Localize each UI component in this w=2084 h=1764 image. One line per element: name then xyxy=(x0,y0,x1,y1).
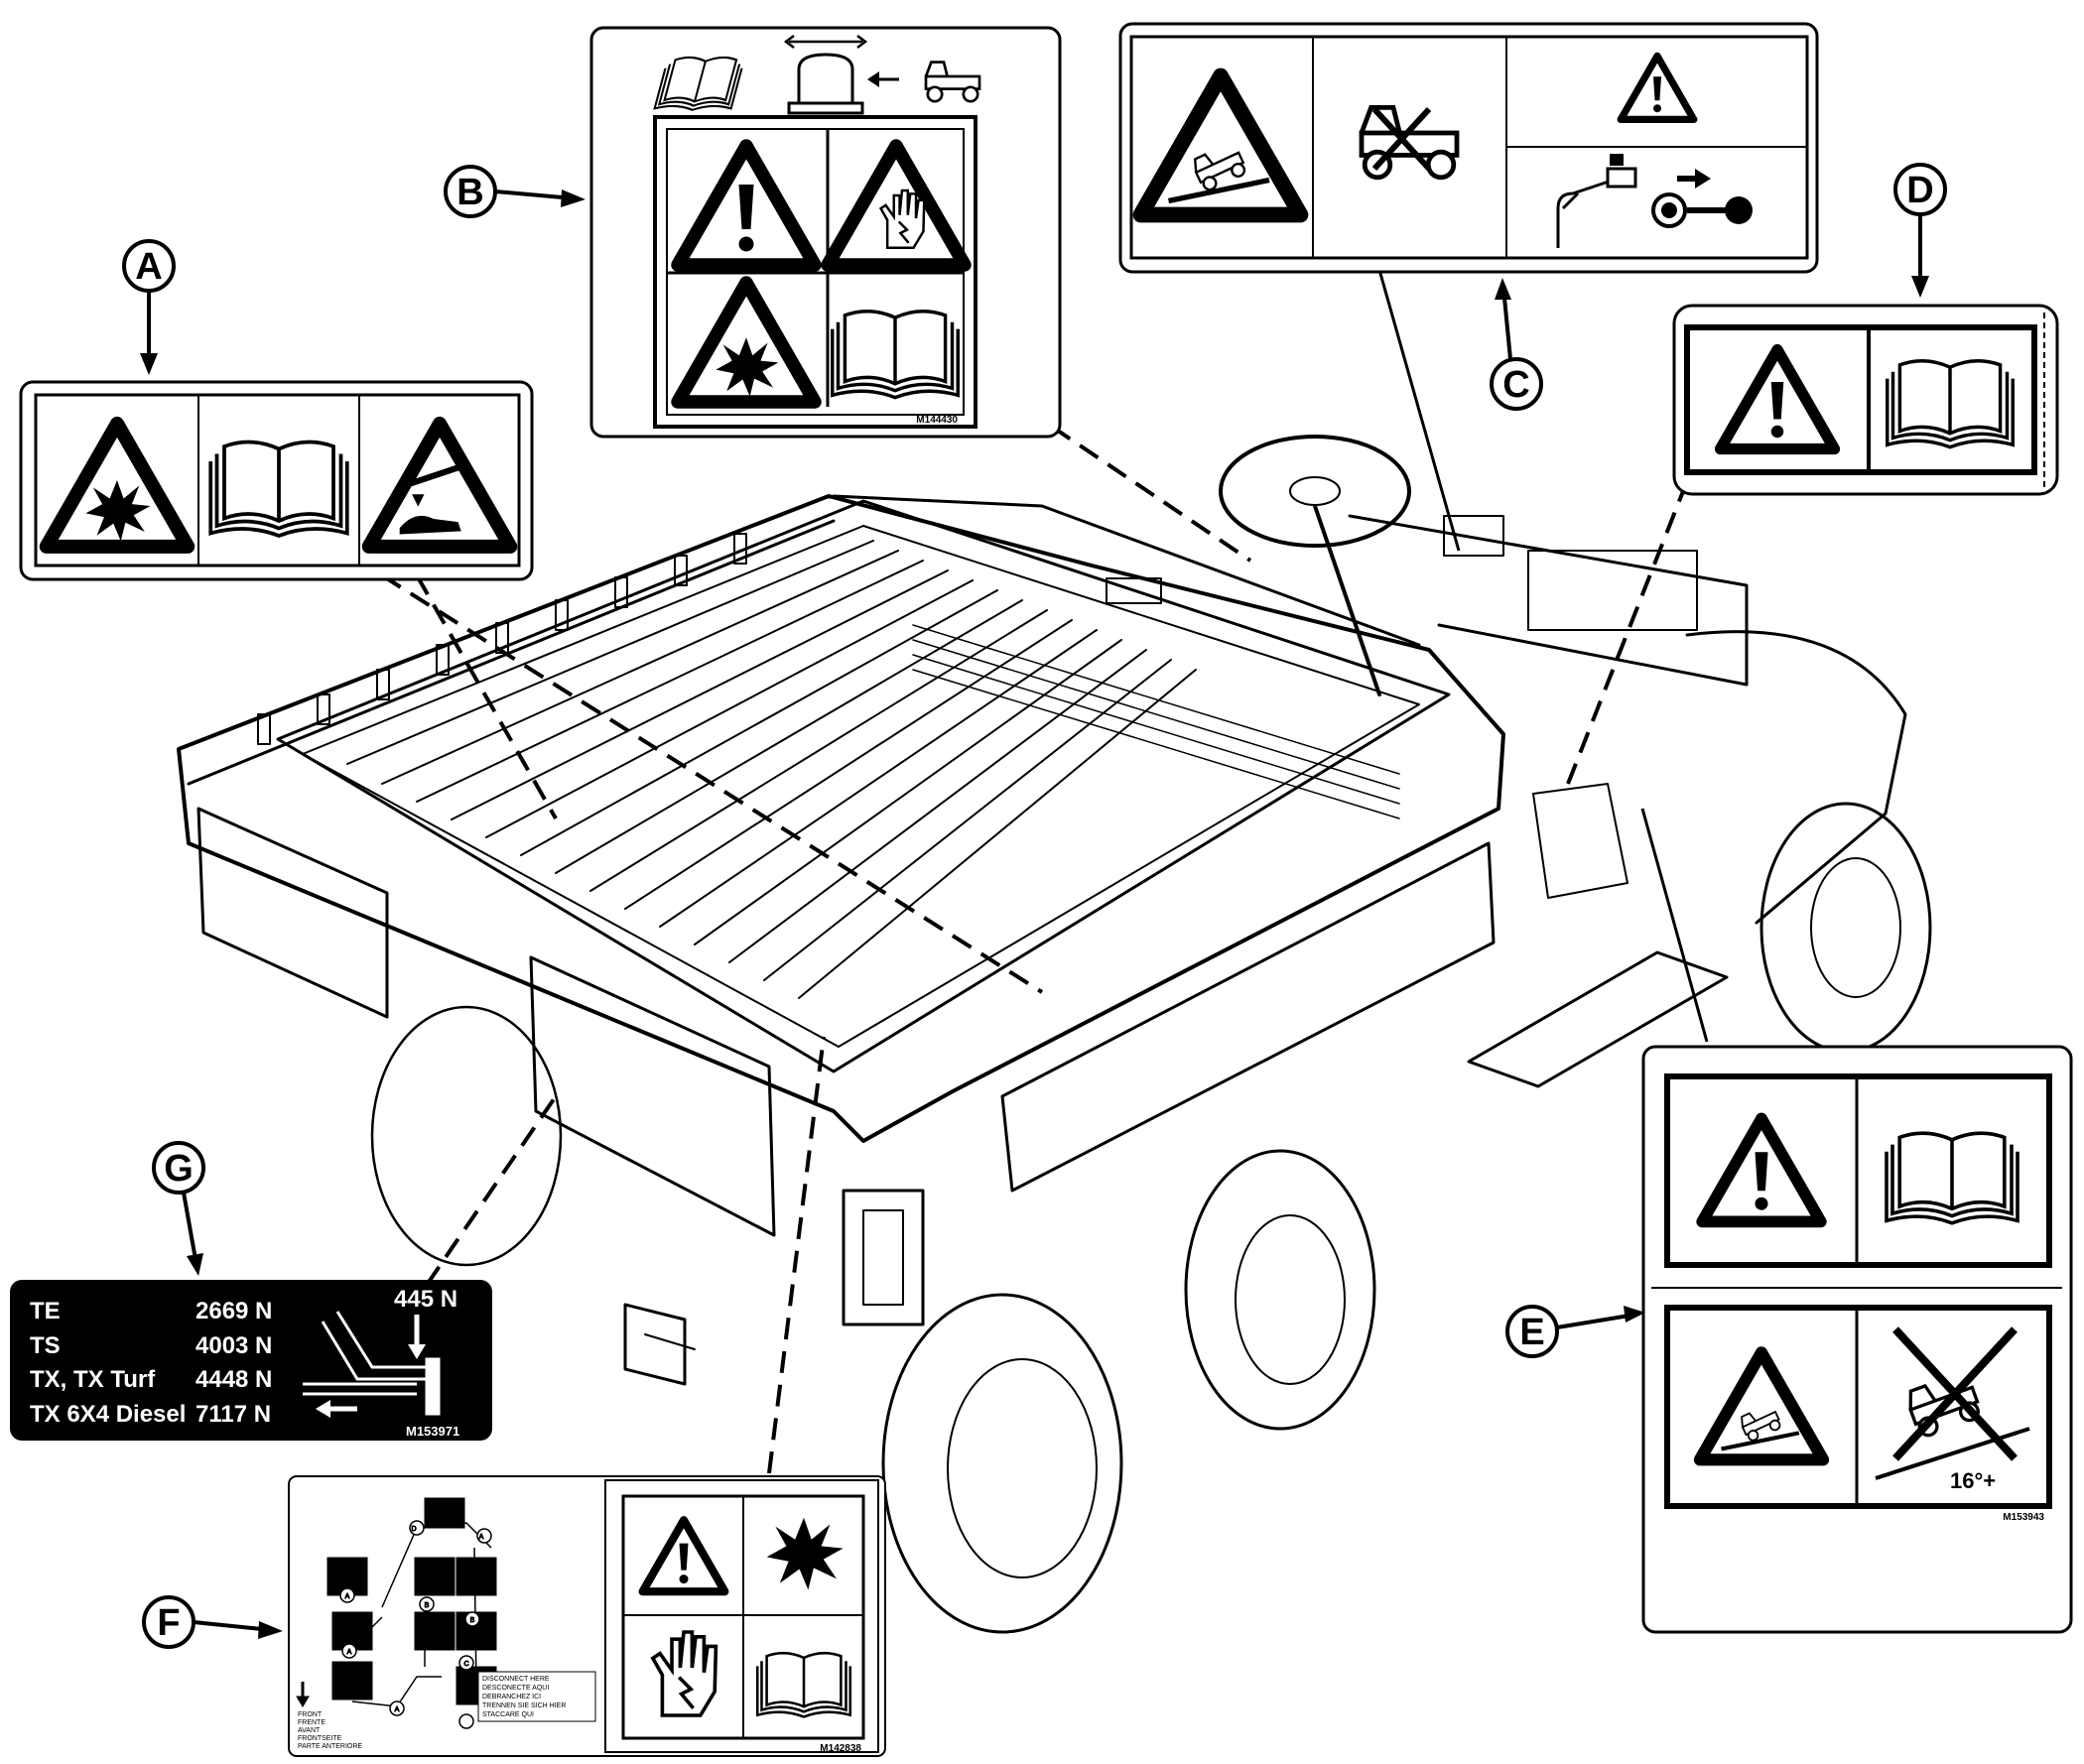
force-ts: 4003 N xyxy=(195,1332,272,1359)
decal-e: 16°+ M153943 xyxy=(1641,1045,2073,1634)
decal-f-code: M142838 xyxy=(820,1743,861,1754)
operator-manual-icon xyxy=(831,309,960,400)
svg-text:FRENTE: FRENTE xyxy=(298,1719,326,1726)
svg-text:A: A xyxy=(395,1706,400,1713)
svg-text:A: A xyxy=(479,1534,484,1541)
callout-a-label: A xyxy=(135,246,162,288)
slope-angle-label: 16°+ xyxy=(1950,1468,1996,1493)
callout-b-label: B xyxy=(456,172,483,213)
model-te: TE xyxy=(30,1298,61,1324)
decal-b: M144430 xyxy=(589,26,1062,439)
model-ts: TS xyxy=(30,1332,61,1359)
towing-capacity-table: TE 2669 N TS 4003 N TX, TX Turf 4448 N T… xyxy=(30,1298,272,1428)
svg-text:D: D xyxy=(411,1526,416,1533)
no-steep-slope-icon: 16°+ xyxy=(1875,1326,2030,1493)
hitch-diagram-icon xyxy=(303,1311,441,1418)
terminal-labels: D A A B B A C A xyxy=(344,1526,484,1714)
callout-f: F xyxy=(142,1595,283,1649)
callout-e: E xyxy=(1505,1305,1645,1358)
disconnect-label: DISCONNECT HERE DESCONECTE AQUI DEBRANCH… xyxy=(477,1671,596,1722)
svg-text:A: A xyxy=(345,1593,350,1600)
callout-b: B xyxy=(444,165,586,218)
decal-g-code: M153971 xyxy=(406,1424,459,1439)
operator-manual-icon xyxy=(755,1651,852,1718)
parking-brake-icon xyxy=(1556,154,1637,248)
decal-b-code: M144430 xyxy=(916,415,958,426)
key-remove-icon xyxy=(1651,169,1753,228)
callout-e-label: E xyxy=(1519,1312,1544,1353)
decal-e-code: M153943 xyxy=(2003,1512,2044,1523)
svg-text:B: B xyxy=(425,1602,430,1609)
force-tx: 4448 N xyxy=(195,1366,272,1393)
svg-text:AVANT: AVANT xyxy=(298,1727,321,1734)
force-tx6x4: 7117 N xyxy=(195,1401,271,1428)
decal-g: TE 2669 N TS 4003 N TX, TX Turf 4448 N T… xyxy=(10,1280,492,1441)
svg-text:FRONT: FRONT xyxy=(298,1711,323,1718)
svg-text:STACCARE QUI: STACCARE QUI xyxy=(482,1711,534,1718)
battery-wiring-schematic: D A A B B A C A xyxy=(296,1497,497,1729)
operator-manual-icon xyxy=(1886,358,2015,449)
tongue-force-label: 445 N xyxy=(394,1286,457,1313)
leader-lines xyxy=(380,269,1709,1474)
front-label: FRONT FRENTE AVANT FRONTSEITE PARTE ANTE… xyxy=(298,1711,362,1750)
model-tx6x4: TX 6X4 Diesel xyxy=(30,1401,186,1428)
svg-text:TRENNEN SIE SICH HIER: TRENNEN SIE SICH HIER xyxy=(482,1702,566,1709)
decal-a xyxy=(19,380,534,581)
decal-d xyxy=(1672,304,2059,496)
callout-f-label: F xyxy=(157,1602,180,1644)
decal-c xyxy=(1118,22,1819,274)
beacon-icon xyxy=(783,35,899,115)
callout-d: D xyxy=(1893,163,1947,298)
utility-vehicle-drawing xyxy=(177,435,1932,1634)
svg-text:DESCONECTE AQUI: DESCONECTE AQUI xyxy=(482,1685,549,1692)
callout-a: A xyxy=(122,239,176,375)
force-te: 2669 N xyxy=(195,1298,272,1324)
callout-c: C xyxy=(1490,278,1543,411)
callout-d-label: D xyxy=(1906,170,1933,211)
model-tx: TX, TX Turf xyxy=(30,1366,156,1393)
operator-manual-icon xyxy=(1885,1131,2019,1225)
svg-text:DISCONNECT HERE: DISCONNECT HERE xyxy=(482,1676,550,1683)
callout-g: G xyxy=(152,1141,205,1276)
svg-text:A: A xyxy=(347,1649,352,1656)
svg-text:C: C xyxy=(463,1661,468,1668)
svg-text:B: B xyxy=(470,1617,475,1624)
svg-text:FRONTSEITE: FRONTSEITE xyxy=(298,1735,342,1742)
decal-f: M142838 xyxy=(288,1475,886,1757)
callout-g-label: G xyxy=(164,1148,194,1190)
operator-manual-icon xyxy=(208,440,349,538)
no-riders-icon xyxy=(1362,107,1457,177)
svg-text:DEBRANCHEZ ICI: DEBRANCHEZ ICI xyxy=(482,1694,541,1701)
svg-text:PARTE ANTERIORE: PARTE ANTERIORE xyxy=(298,1743,362,1750)
callout-c-label: C xyxy=(1502,364,1529,406)
